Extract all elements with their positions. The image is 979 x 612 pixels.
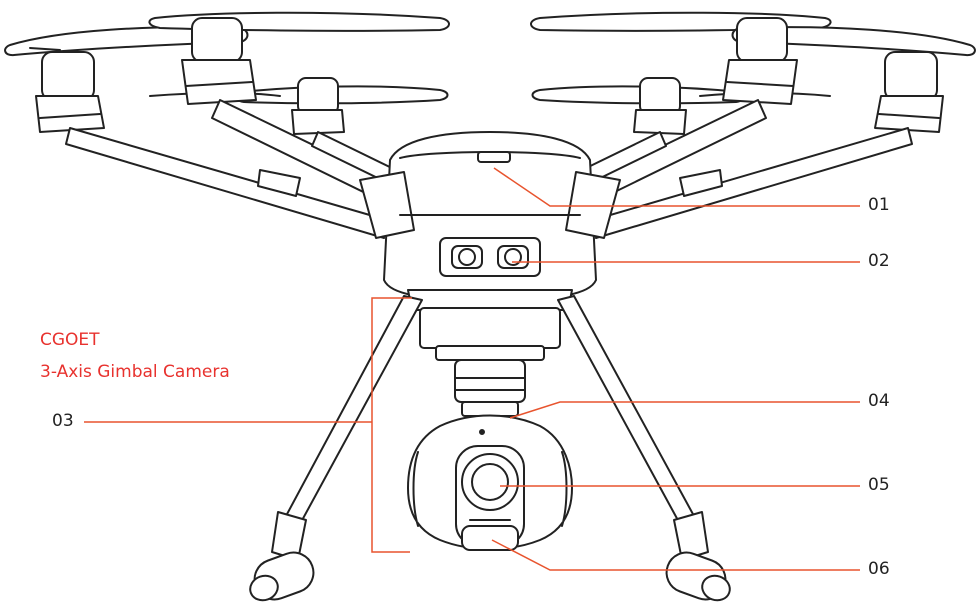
- drone-body: [359, 131, 621, 301]
- motor-right-inner: [633, 77, 687, 135]
- motor-right-top: [722, 17, 798, 105]
- status-indicator: [477, 151, 511, 163]
- motor-right-outer: [874, 51, 944, 133]
- callout-03: 03: [52, 411, 74, 431]
- callout-01: 01: [868, 195, 890, 215]
- obstacle-sensor: [439, 237, 541, 277]
- callout-04: 04: [868, 391, 890, 411]
- camera-lower-module: [461, 525, 519, 551]
- annotation-product: 3-Axis Gimbal Camera: [40, 362, 230, 382]
- leader-line-06: [491, 539, 860, 571]
- landing-gear-left: [249, 295, 423, 602]
- leader-line-03-bracket: [371, 297, 412, 553]
- landing-gear-right: [557, 295, 731, 602]
- callout-02: 02: [868, 251, 890, 271]
- gimbal-camera: [407, 414, 573, 551]
- annotation-brand: CGOET: [40, 330, 100, 350]
- leader-line-01: [493, 167, 860, 207]
- motor-left-outer: [35, 51, 105, 133]
- callout-06: 06: [868, 559, 890, 579]
- leader-line-04: [509, 401, 860, 419]
- motor-left-inner: [291, 77, 345, 135]
- motor-left-top: [181, 17, 257, 105]
- callout-05: 05: [868, 475, 890, 495]
- arm-right-outer: [595, 127, 913, 239]
- gimbal-mount: [407, 289, 573, 417]
- arm-left-outer: [65, 127, 385, 239]
